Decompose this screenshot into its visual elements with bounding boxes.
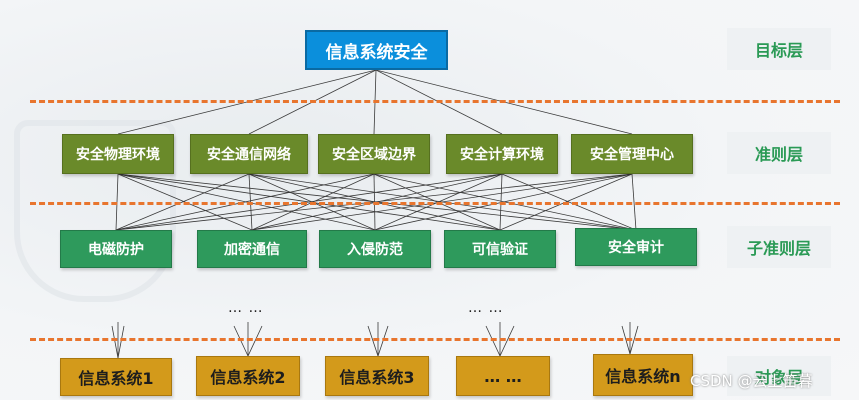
divider-2: [30, 202, 840, 205]
criteria-node-3: 安全区域边界: [318, 134, 430, 174]
object-link-4-right: [499, 325, 515, 357]
ellipsis-2: … …: [468, 300, 504, 316]
object-node-3: 信息系统3: [325, 356, 429, 396]
object-link-2-right: [247, 325, 263, 357]
layer-label-goal: 目标层: [727, 28, 831, 70]
divider-1: [30, 100, 840, 103]
sub-criteria-node-4: 可信验证: [444, 230, 556, 268]
object-link-3-right: [377, 325, 389, 357]
ellipsis-1: … …: [228, 300, 264, 316]
sub-criteria-node-5: 安全审计: [575, 228, 697, 266]
divider-3: [30, 338, 840, 341]
object-link-1-right: [117, 325, 125, 359]
object-link-2-left: [233, 325, 249, 357]
criteria-node-2: 安全通信网络: [190, 134, 308, 174]
object-node-1: 信息系统1: [60, 358, 172, 396]
object-link-3-left: [367, 325, 379, 357]
watermark: CSDN @云上笛暮: [690, 372, 813, 390]
layer-label-object: 对象层: [727, 356, 831, 396]
sub-criteria-node-2: 加密通信: [197, 230, 307, 268]
criteria-node-4: 安全计算环境: [446, 134, 558, 174]
object-node-4: … …: [456, 356, 550, 396]
object-link-1-left: [111, 325, 119, 359]
shield-watermark-icon: [14, 120, 176, 302]
object-node-2: 信息系统2: [196, 356, 300, 396]
layer-label-sub-criteria: 子准则层: [727, 226, 831, 268]
sub-criteria-node-1: 电磁防护: [60, 230, 172, 268]
criteria-node-5: 安全管理中心: [571, 134, 693, 174]
goal-node: 信息系统安全: [305, 30, 448, 70]
criteria-node-1: 安全物理环境: [62, 134, 174, 174]
sub-criteria-node-3: 入侵防范: [319, 230, 431, 268]
layer-label-criteria: 准则层: [727, 132, 831, 174]
object-link-4-left: [485, 325, 501, 357]
object-node-5: 信息系统n: [593, 354, 693, 396]
